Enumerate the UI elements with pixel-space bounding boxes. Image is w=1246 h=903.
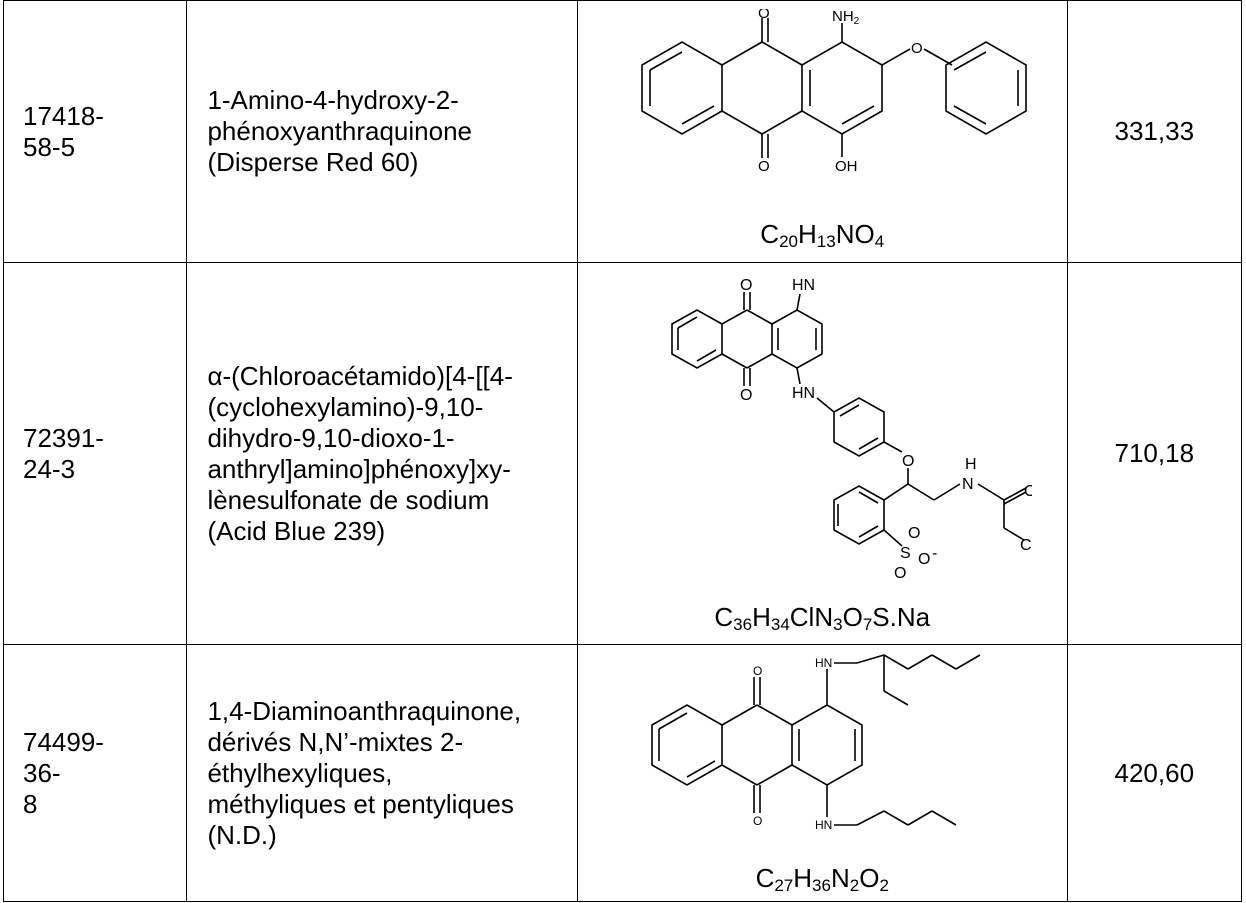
atom-label: NH2 [832,9,860,27]
formula-element: O [854,218,875,249]
atom-label: O [740,277,752,294]
atom-label: O [911,40,923,57]
compound-name: 1-Amino-4-hydroxy-2- phénoxyanthraquinon… [207,85,472,177]
atom-label: O [753,664,762,678]
formula-subscript: 36 [733,614,753,634]
molecular-formula: C36H34ClN3O7S.Na [578,604,1067,638]
atom-label: HN [815,656,832,670]
atom-label: H [965,456,977,473]
atom-label: O [902,453,914,470]
atom-label: O [758,9,770,22]
structure-diagram: O O NH2 OH O [641,9,1028,175]
formula-element: N [814,601,834,632]
name-cell: 1,4-Diaminoanthraquinone, dérivés N,N’-m… [186,644,578,902]
formula-element: C [755,863,775,893]
atom-label: O [740,387,752,404]
formula-subscript: 13 [816,231,836,251]
formula-subscript: 7 [862,614,873,634]
formula-subscript: 36 [812,876,831,895]
cas-cell: 17418- 58-5 [2,0,188,263]
atom-label: N [962,476,974,493]
table-row: 72391- 24-3 α-(Chloroacétamido)[4-[[4- (… [2,262,1243,645]
formula-element: C [714,601,734,632]
molecular-formula: C27H36N2O2 [578,865,1067,899]
structure-cell: O O NH2 OH O C20H13NO4 [576,0,1068,263]
atom-label: O [918,551,930,568]
atom-label: - [932,545,937,562]
molecular-weight-cell: 420,60 [1066,644,1243,902]
formula-element: Cl [789,601,815,632]
atom-label: Cl [1020,537,1032,554]
atom-label: OH [835,158,858,175]
atom-label: HN [792,385,815,402]
molecular-weight-cell: 331,33 [1066,0,1243,263]
structure-diagram: O O HN HN O H N O Cl S O O O - [671,277,1032,582]
structure-cell: O O HN HN O H N O Cl S O O O - C36H34ClN… [576,262,1068,645]
atom-label: S [900,545,911,562]
formula-element: O [859,863,880,893]
atom-label: O [894,565,906,582]
molecular-weight: 331,33 [1114,116,1195,146]
formula-element: .Na [889,601,931,632]
compound-name: α-(Chloroacétamido)[4-[[4- (cyclohexylam… [207,360,513,546]
compound-name: 1,4-Diaminoanthraquinone, dérivés N,N’-m… [207,695,522,850]
atom-label: O [753,814,762,828]
molecular-weight: 420,60 [1114,757,1195,788]
cas-cell: 72391- 24-3 [2,262,188,645]
name-cell: α-(Chloroacétamido)[4-[[4- (cyclohexylam… [186,262,578,645]
structure-cell: O O HN HN C27H36N2O2 [576,644,1068,902]
atom-label: O [1024,483,1032,500]
atom-label: HN [792,277,815,294]
molecular-formula: C20H13NO4 [578,221,1067,255]
formula-element: S [872,601,890,632]
formula-element: C [760,218,780,249]
atom-label: O [908,525,920,542]
molecular-weight-cell: 710,18 [1066,262,1243,645]
formula-element: H [798,218,817,249]
formula-subscript: 20 [779,231,798,251]
name-cell: 1-Amino-4-hydroxy-2- phénoxyanthraquinon… [186,0,578,263]
formula-subscript: 2 [879,876,889,895]
cas-number: 74499- 36- 8 [23,726,104,819]
cas-number: 72391- 24-3 [23,422,104,484]
formula-subscript: 34 [770,614,790,634]
formula-element: N [830,863,850,893]
formula-element: O [842,601,863,632]
formula-subscript: 27 [774,876,794,895]
cas-cell: 74499- 36- 8 [2,644,188,902]
table-row: 17418- 58-5 1-Amino-4-hydroxy-2- phénoxy… [2,0,1243,263]
table-row: 74499- 36- 8 1,4-Diaminoanthraquinone, d… [2,644,1243,902]
atom-label: HN [815,818,832,832]
formula-subscript: 4 [874,231,885,251]
formula-subscript: 2 [849,876,860,895]
molecular-weight: 710,18 [1114,438,1195,468]
structure-diagram: O O HN HN [651,654,981,832]
formula-element: N [835,218,855,249]
formula-element: H [793,863,813,893]
atom-label: O [758,158,770,175]
formula-subscript: 3 [833,614,843,634]
cas-number: 17418- 58-5 [23,100,104,162]
formula-element: H [752,601,771,632]
